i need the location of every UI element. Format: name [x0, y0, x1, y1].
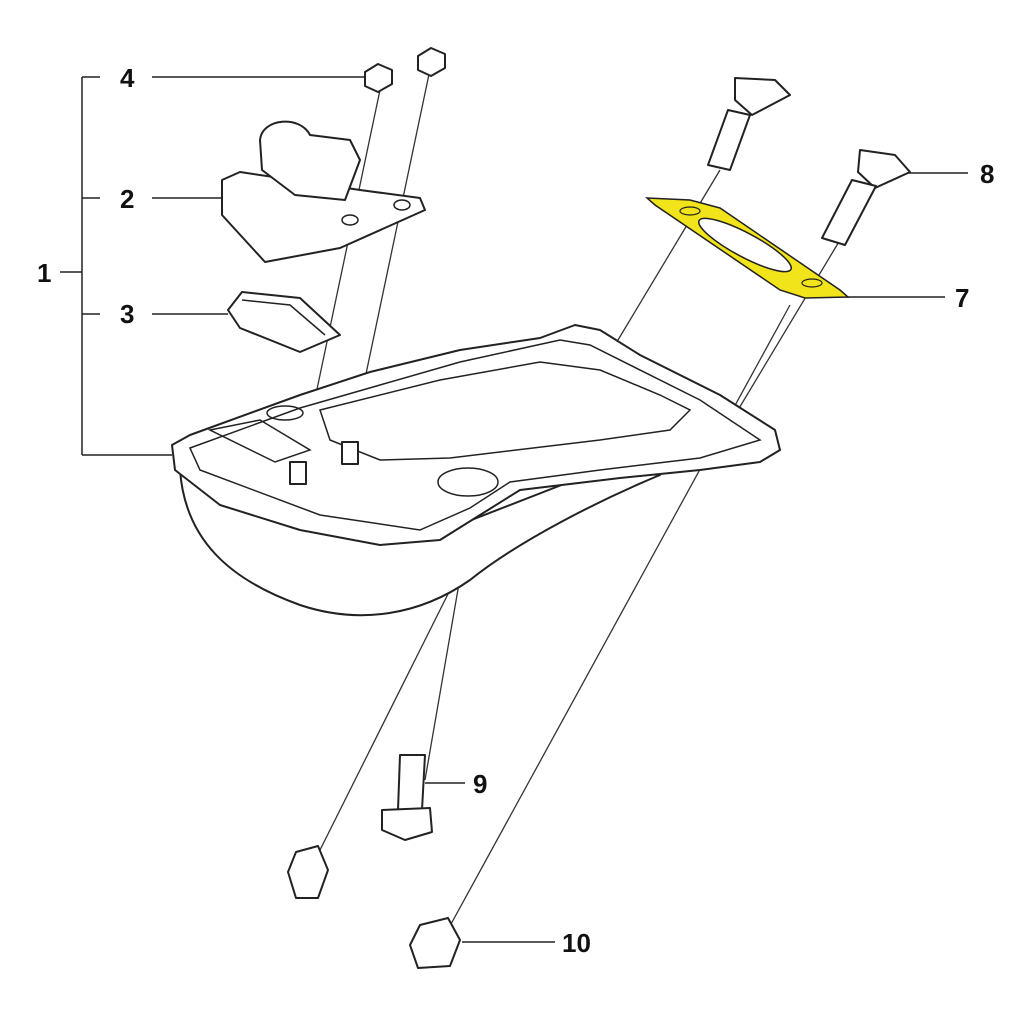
part-8-bolts: [707, 77, 911, 246]
callout-9: 9: [473, 769, 488, 799]
callout-3: 3: [120, 299, 135, 329]
callout-8: 8: [980, 159, 995, 189]
callout-7: 7: [955, 283, 970, 313]
part-3-baffle: [227, 291, 341, 353]
callout-10: 10: [562, 928, 591, 958]
leader-lines: [60, 76, 968, 943]
part-2-cover: [221, 120, 426, 263]
part-10-dampers: [287, 845, 461, 969]
callout-1: 1: [37, 258, 52, 288]
part-9-screw: [381, 754, 433, 841]
callout-2: 2: [120, 184, 135, 214]
muffler-body: [171, 324, 781, 617]
callout-4: 4: [120, 63, 135, 93]
part-4-nuts: [364, 47, 446, 93]
part-7-gasket: [644, 197, 850, 299]
